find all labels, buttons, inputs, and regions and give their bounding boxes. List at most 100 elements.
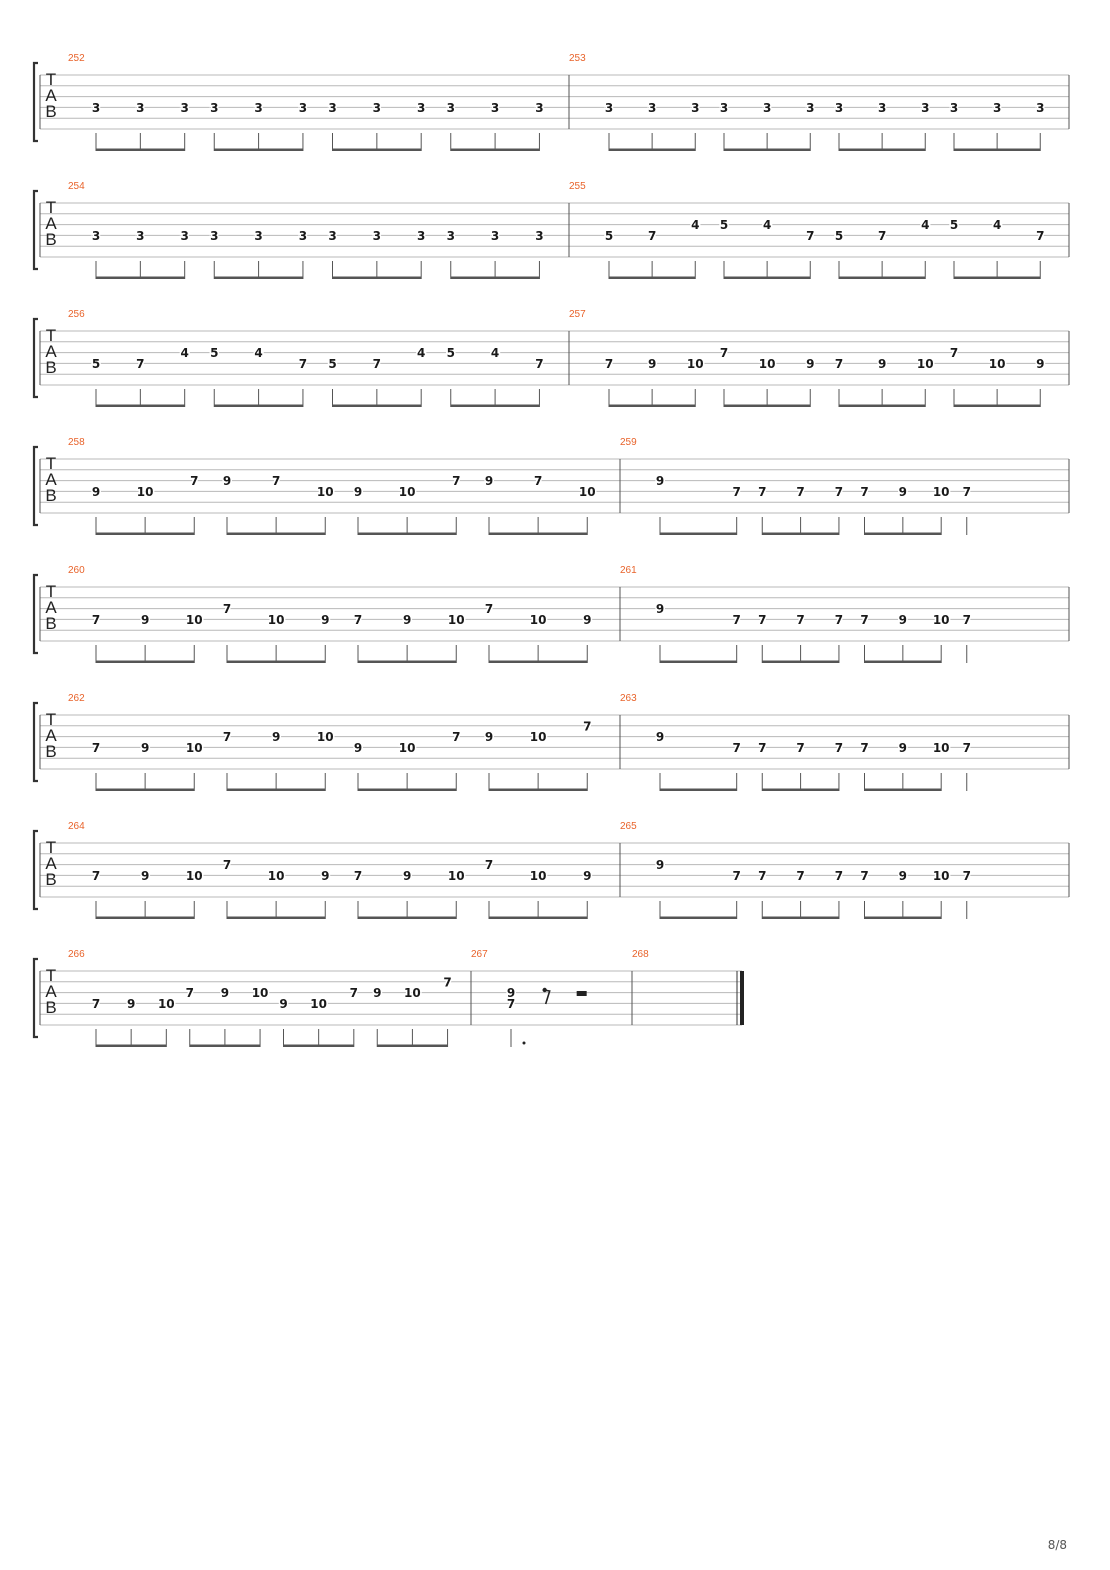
fret-number: 7 <box>190 474 198 488</box>
fret-number: 3 <box>447 229 455 243</box>
tab-clef-letter: A <box>45 342 57 361</box>
fret-number: 7 <box>350 986 358 1000</box>
beam <box>864 532 942 535</box>
beam <box>954 404 1041 407</box>
fret-number: 7 <box>223 858 231 872</box>
fret-number: 7 <box>835 741 843 755</box>
fret-number: 7 <box>605 357 613 371</box>
fret-number: 7 <box>1036 229 1044 243</box>
beam <box>762 788 839 791</box>
measure-number: 255 <box>569 181 586 192</box>
beam <box>96 532 195 535</box>
beam <box>609 148 696 151</box>
beam <box>609 276 696 279</box>
fret-number: 7 <box>963 485 971 499</box>
fret-number: 7 <box>733 741 741 755</box>
beam <box>358 532 457 535</box>
tab-clef-letter: B <box>45 870 56 889</box>
fret-number: 7 <box>806 229 814 243</box>
fret-number: 10 <box>268 613 285 627</box>
fret-number: 3 <box>299 101 307 115</box>
fret-number: 9 <box>279 997 287 1011</box>
fret-number: 9 <box>141 741 149 755</box>
fret-number: 3 <box>878 101 886 115</box>
beam <box>839 404 926 407</box>
fret-number: 4 <box>254 346 262 360</box>
measure-number: 261 <box>620 565 637 576</box>
beam <box>283 1044 354 1047</box>
beam <box>660 660 737 663</box>
tab-clef-letter: B <box>45 486 56 505</box>
fret-number: 9 <box>403 613 411 627</box>
tab-clef-letter: A <box>45 214 57 233</box>
fret-number: 4 <box>691 218 699 232</box>
fret-number: 7 <box>648 229 656 243</box>
fret-number: 9 <box>656 474 664 488</box>
measure-number: 258 <box>68 437 85 448</box>
tab-clef-letter: B <box>45 102 56 121</box>
tab-clef-letter: T <box>46 966 56 985</box>
measure-number: 260 <box>68 565 85 576</box>
fret-number: 10 <box>310 997 327 1011</box>
fret-number: 7 <box>373 357 381 371</box>
fret-number: 9 <box>507 986 515 1000</box>
fret-number: 5 <box>92 357 100 371</box>
fret-number: 3 <box>763 101 771 115</box>
fret-number: 10 <box>158 997 175 1011</box>
tab-clef-letter: T <box>46 70 56 89</box>
beam <box>332 404 422 407</box>
beam <box>450 276 540 279</box>
beam <box>96 660 195 663</box>
fret-number: 7 <box>860 869 868 883</box>
tab-clef-letter: A <box>45 982 57 1001</box>
beam <box>954 148 1041 151</box>
fret-number: 3 <box>447 101 455 115</box>
fret-number: 7 <box>452 730 460 744</box>
fret-number: 3 <box>417 229 425 243</box>
fret-number: 10 <box>404 986 421 1000</box>
fret-number: 9 <box>583 869 591 883</box>
fret-number: 9 <box>899 485 907 499</box>
beam <box>358 916 457 919</box>
fret-number: 10 <box>448 869 465 883</box>
fret-number: 3 <box>181 229 189 243</box>
fret-number: 3 <box>373 101 381 115</box>
fret-number: 7 <box>720 346 728 360</box>
fret-number: 5 <box>210 346 218 360</box>
fret-number: 4 <box>491 346 499 360</box>
fret-number: 3 <box>950 101 958 115</box>
fret-number: 9 <box>354 741 362 755</box>
fret-number: 10 <box>530 869 547 883</box>
fret-number: 7 <box>835 485 843 499</box>
fret-number: 10 <box>252 986 269 1000</box>
fret-number: 10 <box>917 357 934 371</box>
tab-clef-letter: B <box>45 614 56 633</box>
fret-number: 3 <box>993 101 1001 115</box>
fret-number: 9 <box>141 869 149 883</box>
fret-number: 10 <box>933 741 950 755</box>
page-number: 8/8 <box>1047 1538 1067 1552</box>
beam <box>214 148 303 151</box>
measure-number: 253 <box>569 53 586 64</box>
system-bracket <box>32 573 38 655</box>
fret-number: 9 <box>223 474 231 488</box>
fret-number: 10 <box>317 485 334 499</box>
beam <box>660 788 737 791</box>
fret-number: 3 <box>136 229 144 243</box>
fret-number: 9 <box>899 613 907 627</box>
fret-number: 9 <box>899 869 907 883</box>
fret-number: 10 <box>448 613 465 627</box>
measure: 268 <box>632 949 744 1025</box>
fret-number: 10 <box>579 485 596 499</box>
fret-number: 3 <box>691 101 699 115</box>
fret-number: 9 <box>321 613 329 627</box>
